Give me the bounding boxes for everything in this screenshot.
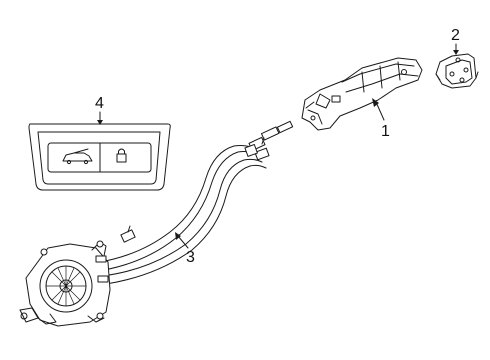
leader-line-1 xyxy=(375,101,385,121)
trunk-open-icon xyxy=(62,148,93,165)
leader-arrow-1 xyxy=(372,98,379,107)
striker-bracket xyxy=(435,53,479,89)
lock-icon xyxy=(116,148,127,163)
switch-panel xyxy=(28,123,171,191)
callout-1: 1 xyxy=(381,123,390,140)
cable-assembly xyxy=(99,120,294,285)
leader-arrow-2 xyxy=(453,50,459,55)
leader-arrow-3 xyxy=(175,232,181,240)
callout-2: 2 xyxy=(451,27,460,44)
callout-3: 3 xyxy=(186,249,195,266)
latch-assembly xyxy=(301,57,423,131)
leader-arrow-4 xyxy=(97,120,103,125)
actuator-motor xyxy=(19,240,111,327)
leader-line-3 xyxy=(177,235,189,249)
callout-4: 4 xyxy=(95,95,104,112)
